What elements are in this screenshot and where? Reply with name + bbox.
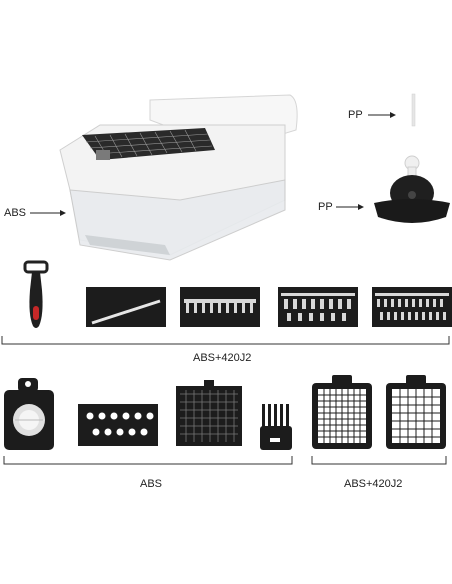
julienne-blade-medium-image [278,287,358,327]
row2-right-group-bracket [311,456,447,465]
slicer-blade-serrated-image [180,287,260,327]
cleaning-comb-image [260,404,292,450]
coarse-grater-image [78,404,158,446]
pusher-pin-image [411,93,416,127]
pusher-base-arrow [336,204,364,210]
pusher-pin-arrow [368,112,396,118]
row2-left-group-bracket [3,456,293,465]
container-material-label: ABS [4,207,27,219]
dicing-blade-small-image [386,375,446,449]
row1-group-bracket [1,336,450,345]
dicing-blade-large-image [312,375,372,449]
row1-group-material-label: ABS+420J2 [193,352,252,364]
row2-left-group-material-label: ABS [140,478,163,490]
food-pusher-image [374,155,450,223]
fine-grater-image [176,380,242,446]
julienne-blade-fine-image [372,287,452,327]
pusher-pin-material-label: PP [348,109,363,121]
row2-right-group-material-label: ABS+420J2 [344,478,403,490]
peeler-image [23,260,49,328]
slicer-blade-thin-image [86,287,166,327]
container-arrow [30,210,66,216]
spiralizer-image [4,378,54,450]
pusher-base-material-label: PP [318,201,333,213]
